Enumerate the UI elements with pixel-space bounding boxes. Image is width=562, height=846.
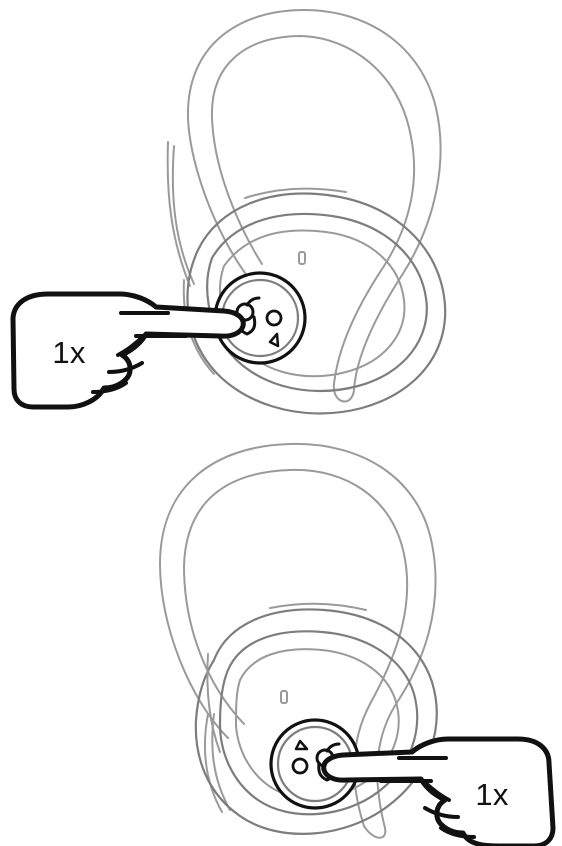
top-earhook <box>166 9 442 403</box>
top-pointing-hand-icon: 1x <box>10 291 246 410</box>
top-button-group <box>213 271 307 365</box>
bottom-indicator-light-icon <box>280 690 288 704</box>
top-indicator-light-icon <box>298 251 306 265</box>
bottom-press-count-label: 1x <box>475 777 509 812</box>
top-earbud-illustration: 1x <box>10 9 447 415</box>
top-press-count-label: 1x <box>52 335 86 370</box>
bottom-earbud-illustration: 1x <box>159 442 556 846</box>
bottom-pointing-hand-icon: 1x <box>321 736 556 846</box>
